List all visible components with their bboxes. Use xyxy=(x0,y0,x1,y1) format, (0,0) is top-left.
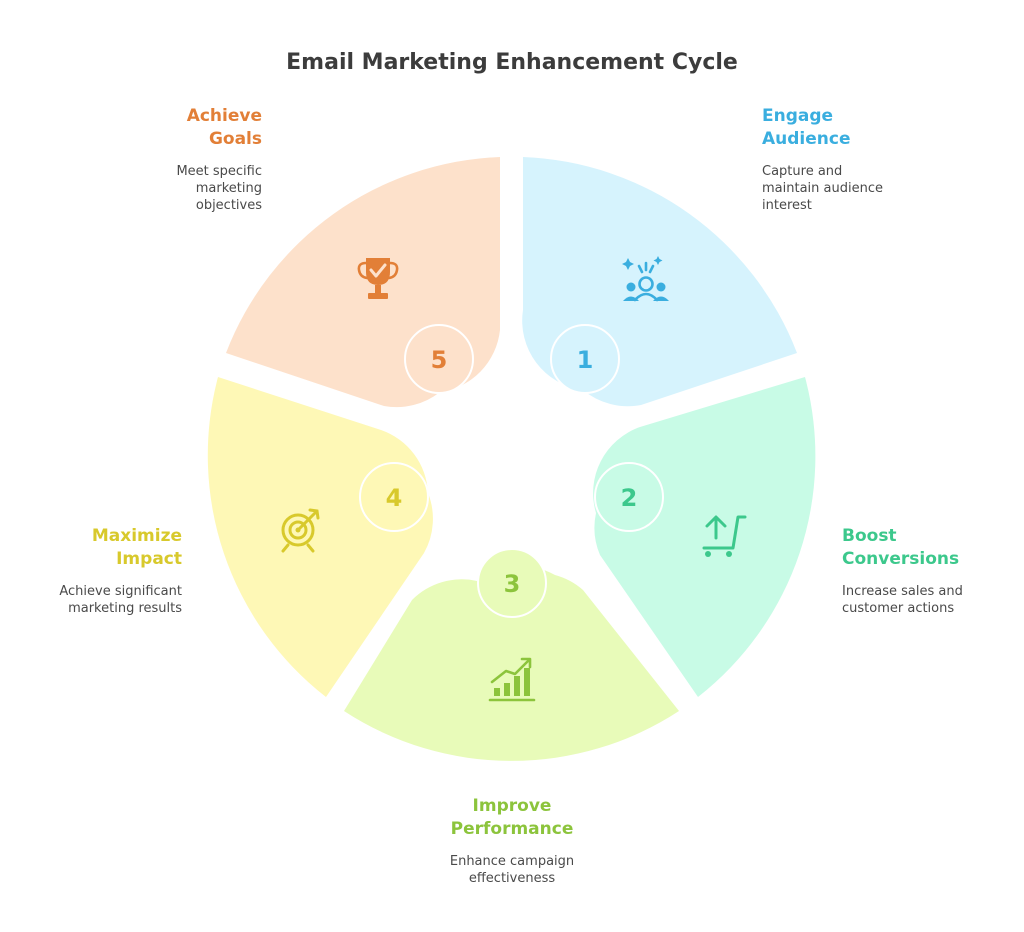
step-4-circle xyxy=(359,462,429,532)
step-4-desc-line-2: marketing results xyxy=(68,601,182,616)
step-2-circle xyxy=(594,462,664,532)
step-2-title-line-1: Boost xyxy=(842,526,897,546)
step-4-description: Achieve significant marketing results xyxy=(2,583,182,617)
growth-chart-icon xyxy=(488,657,536,702)
step-3-description: Enhance campaign effectiveness xyxy=(412,853,612,887)
diagram-title: Email Marketing Enhancement Cycle xyxy=(286,50,738,75)
step-2-desc-line-1: Increase sales and xyxy=(842,584,963,599)
step-2-title-line-2: Conversions xyxy=(842,549,960,569)
step-3-desc-line-2: effectiveness xyxy=(468,871,556,886)
step-1-desc-line-2: maintain audience xyxy=(762,181,883,196)
step-1-desc-line-1: Capture and xyxy=(762,164,843,179)
step-3-number: 3 xyxy=(504,570,521,598)
step-3-label: Improve Performance Enhance campaign eff… xyxy=(412,795,612,887)
step-2-number: 2 xyxy=(621,484,638,512)
step-3-title: Improve Performance xyxy=(412,795,612,841)
shopping-cart-upload-icon xyxy=(702,515,747,557)
step-1-title-line-2: Audience xyxy=(762,129,851,149)
step-5-number: 5 xyxy=(431,346,448,374)
step-3-title-line-2: Performance xyxy=(450,819,574,839)
segment-improve-performance xyxy=(344,565,679,761)
step-2-description: Increase sales and customer actions xyxy=(842,583,1022,617)
step-5-label: Achieve Goals Meet specific marketing ob… xyxy=(62,105,262,214)
target-arrow-icon xyxy=(281,508,320,553)
step-5-circle xyxy=(404,324,474,394)
step-4-title: Maximize Impact xyxy=(2,525,182,571)
step-4-label: Maximize Impact Achieve significant mark… xyxy=(2,525,182,617)
step-1-title-line-1: Engage xyxy=(762,106,834,126)
step-1-circle xyxy=(550,324,620,394)
step-1-title: Engage Audience xyxy=(762,105,962,151)
step-5-desc-line-2: marketing xyxy=(195,181,262,196)
step-4-desc-line-1: Achieve significant xyxy=(59,584,182,599)
step-4-title-line-1: Maximize xyxy=(91,526,182,546)
step-5-desc-line-1: Meet specific xyxy=(176,164,262,179)
step-1-desc-line-3: interest xyxy=(762,198,812,213)
step-3-circle xyxy=(477,548,547,618)
segment-boost-conversions xyxy=(593,377,816,697)
audience-group-icon xyxy=(622,256,669,302)
step-2-desc-line-2: customer actions xyxy=(842,601,955,616)
step-1-label: Engage Audience Capture and maintain aud… xyxy=(762,105,962,214)
step-5-desc-line-3: objectives xyxy=(195,198,262,213)
step-2-title: Boost Conversions xyxy=(842,525,1022,571)
step-5-title: Achieve Goals xyxy=(62,105,262,151)
trophy-check-icon xyxy=(357,258,399,299)
step-3-title-line-1: Improve xyxy=(472,796,552,816)
step-1-number: 1 xyxy=(577,346,594,374)
step-4-title-line-2: Impact xyxy=(116,549,182,569)
step-5-description: Meet specific marketing objectives xyxy=(62,163,262,214)
step-1-description: Capture and maintain audience interest xyxy=(762,163,962,214)
step-4-number: 4 xyxy=(386,484,403,512)
step-5-title-line-2: Goals xyxy=(208,129,262,149)
step-3-desc-line-1: Enhance campaign xyxy=(449,854,575,869)
segment-maximize-impact xyxy=(207,377,433,697)
step-2-label: Boost Conversions Increase sales and cus… xyxy=(842,525,1022,617)
step-5-title-line-1: Achieve xyxy=(186,106,262,126)
